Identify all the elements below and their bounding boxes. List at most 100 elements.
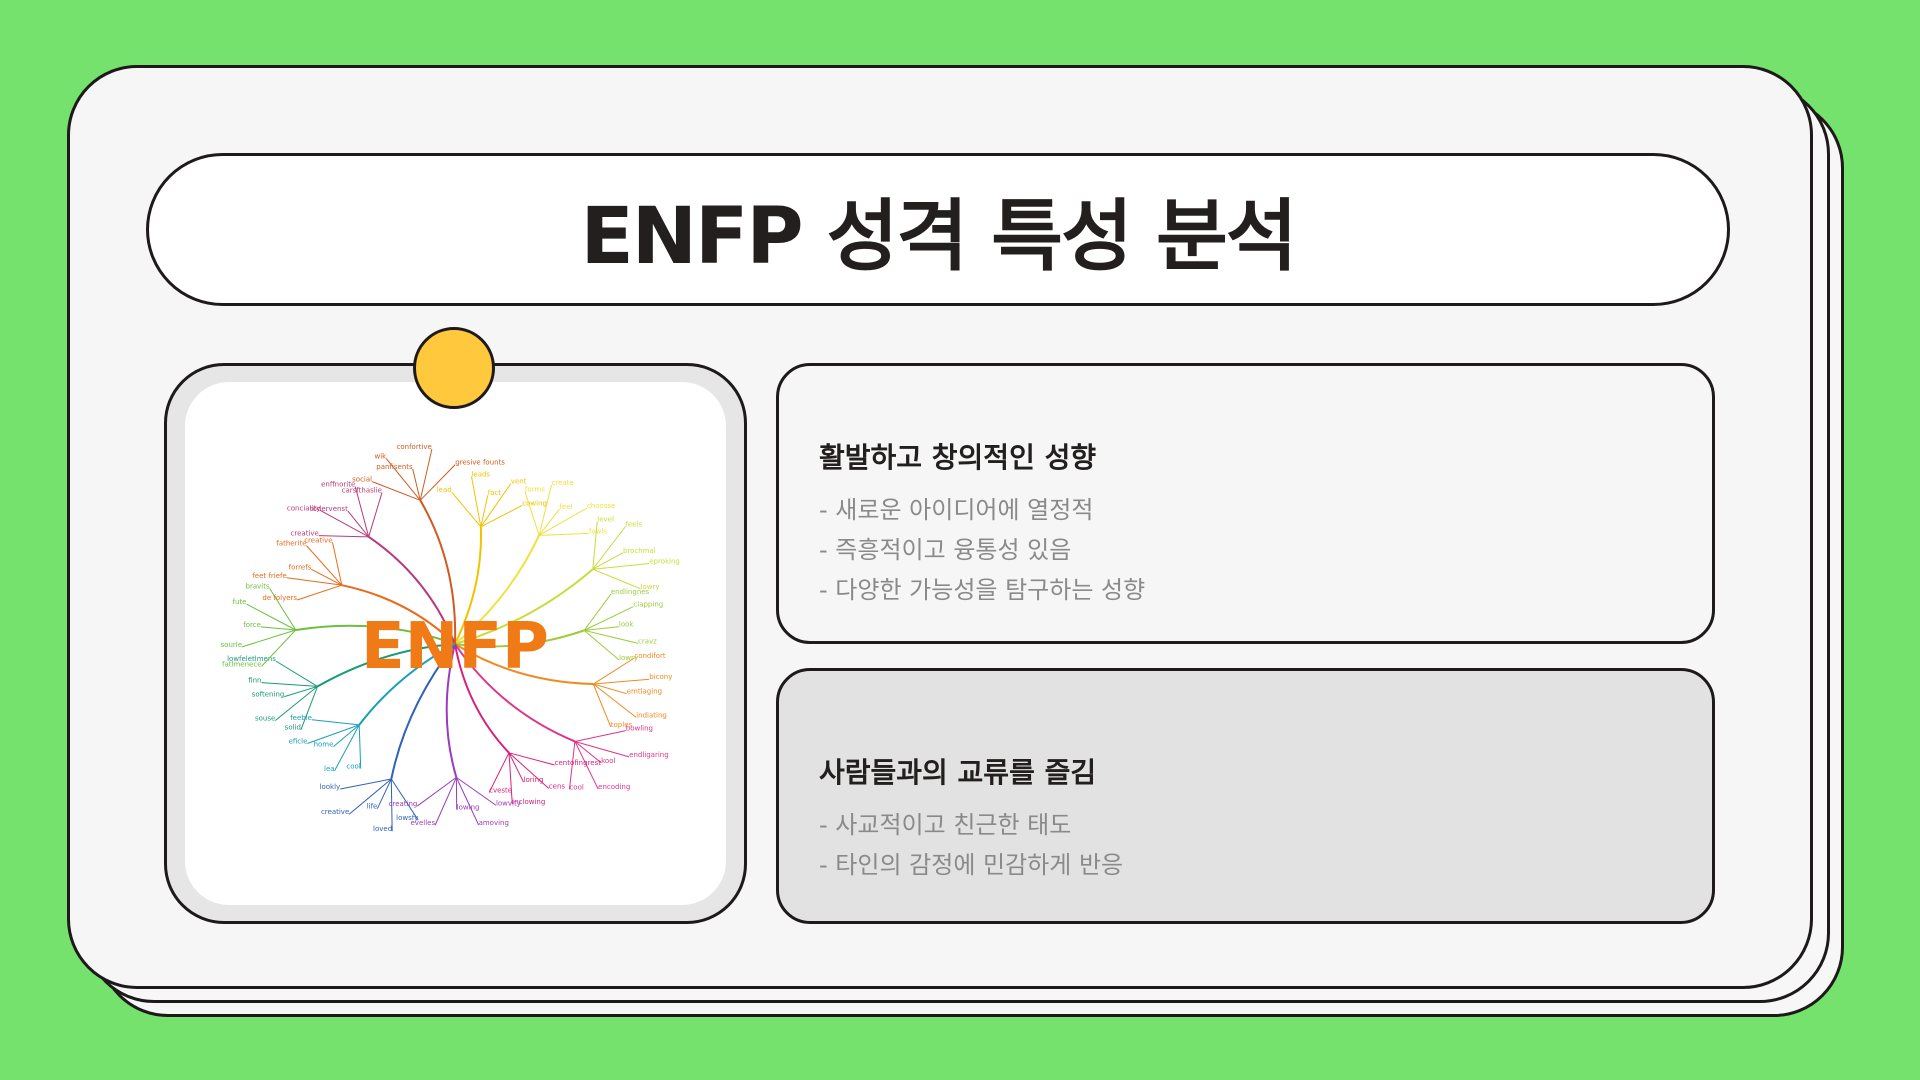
mindmap-twig	[508, 752, 524, 783]
mindmap-word: cool	[346, 763, 360, 771]
mindmap-twig	[296, 584, 342, 601]
mindmap-word: home	[314, 741, 334, 749]
mindmap-word: amoving	[479, 819, 509, 827]
mindmap-word: endligaring	[629, 751, 669, 759]
mindmap-word: conciality	[287, 504, 320, 512]
mindmap-twig	[574, 740, 630, 758]
mindmap-twig	[480, 495, 489, 527]
mindmap-twig	[417, 776, 457, 807]
mindmap-twig	[419, 464, 456, 501]
mindmap-word: de folyers	[262, 594, 297, 602]
mindmap-word: eficle	[289, 738, 308, 746]
mindmap-twig	[368, 492, 383, 537]
mindmap-twig	[284, 685, 318, 698]
mindmap-twig	[592, 568, 641, 590]
mindmap-twig	[318, 535, 369, 538]
mindmap-twig	[583, 629, 620, 661]
mindmap-twig	[538, 508, 560, 536]
mindmap-word: life	[367, 803, 378, 811]
mindmap-word: indiating	[636, 711, 667, 719]
mindmap-word: look	[619, 621, 635, 629]
mindmap-twig	[539, 532, 589, 536]
mindmap-twig	[390, 778, 419, 821]
list-item: - 즉흥적이고 융통성 있음	[819, 536, 1072, 564]
mindmap-word: kool	[601, 757, 615, 765]
mindmap-word: souse	[255, 715, 275, 723]
mindmap-twig	[300, 686, 318, 730]
mindmap-word: solid	[285, 724, 301, 732]
mindmap-word: evelles	[411, 819, 436, 827]
mindmap-branch	[454, 526, 483, 645]
mindmap-twig	[568, 741, 576, 790]
list-item: - 사교적이고 친근한 태도	[819, 811, 1072, 839]
mindmap-word: lowry	[619, 654, 638, 662]
mindmap-twig	[320, 509, 369, 538]
mindmap-twig	[376, 778, 392, 809]
mindmap-branch	[445, 643, 458, 778]
mindmap-twig	[340, 778, 392, 790]
mindmap-word: fute	[233, 598, 247, 606]
mindmap-twig	[592, 526, 626, 570]
mindmap-twig	[332, 542, 343, 586]
mindmap-twig	[583, 606, 634, 631]
mindmap-twig	[241, 629, 296, 648]
mindmap-twig	[508, 752, 555, 766]
mindmap-twig	[508, 752, 513, 804]
mindmap-word: brochmal	[623, 547, 656, 555]
mindmap-word: cool	[569, 783, 583, 791]
mindmap-word: choosse	[587, 502, 615, 510]
mindmap-word: fowls	[589, 527, 607, 535]
mindmap-word: softening	[252, 691, 285, 699]
mindmap-branch	[358, 643, 456, 726]
trait-box-creative: 활발하고 창의적인 성향 - 새로운 아이디어에 열정적 - 즉흥적이고 융통성…	[776, 363, 1715, 644]
mindmap-twig	[261, 682, 318, 687]
mindmap-twig	[480, 483, 512, 528]
mindmap-twig	[584, 626, 619, 631]
mindmap-twig	[593, 678, 650, 685]
mindmap-branch	[341, 584, 456, 645]
mindmap-word: cravz	[638, 637, 657, 645]
mindmap-branch	[454, 629, 585, 648]
title-banner: ENFP 성격 특성 분석	[146, 153, 1730, 306]
mindmap-word: force	[243, 621, 261, 629]
mindmap-branch	[454, 568, 594, 645]
mindmap-twig	[451, 491, 482, 528]
mindmap-twig	[358, 724, 362, 769]
mindmap-word: fatlmenece	[222, 660, 261, 668]
slide-title: ENFP 성격 특성 분석	[580, 191, 1297, 282]
trait-heading: 활발하고 창의적인 성향	[819, 441, 1097, 474]
mindmap-twig	[455, 777, 480, 826]
mindmap-twig	[488, 752, 510, 793]
mindmap-twig	[583, 593, 612, 631]
mindmap-word: panfisents	[376, 463, 413, 471]
mindmap-word: leads	[471, 470, 490, 478]
mindmap-word: eproking	[649, 558, 680, 566]
mindmap-branch	[295, 624, 456, 645]
mindmap-twig	[592, 683, 612, 728]
mindmap-word: todervenst	[310, 505, 348, 513]
mindmap-word: forms	[525, 485, 545, 493]
mindmap-word: feet friefe	[252, 572, 286, 580]
mindmap-word: lowing	[457, 804, 480, 812]
mindmap-twig	[390, 779, 393, 832]
mindmap-twig	[354, 486, 370, 537]
mindmap-word: lead	[437, 486, 452, 494]
mindmap-word: vent	[511, 478, 527, 486]
mindmap-word: lookly	[320, 783, 341, 791]
mindmap-twig	[333, 724, 360, 748]
mindmap-word: creative	[321, 808, 349, 816]
mindmap-word: carsfthaslie	[342, 487, 382, 495]
mindmap-branch	[454, 643, 510, 754]
mindmap-word: wik	[374, 453, 387, 461]
mindmap-word: lowfeletlmens	[227, 655, 276, 663]
mindmap-word: forrefs	[289, 563, 312, 571]
mindmap-word: fatherite	[276, 540, 306, 548]
mindmap-word: condifort	[634, 652, 666, 660]
mindmap-twig	[275, 686, 318, 721]
mindmap-twig	[307, 724, 360, 744]
mindmap-twig	[269, 588, 297, 631]
mindmap-word: lowvity	[496, 799, 521, 807]
